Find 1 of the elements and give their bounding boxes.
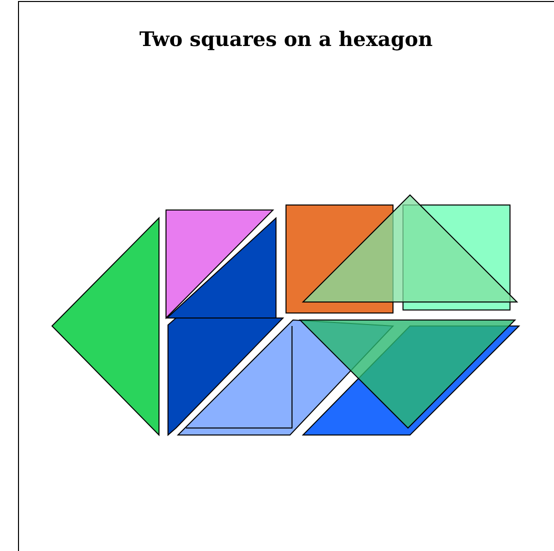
diagram-title: Two squares on a hexagon xyxy=(139,26,433,53)
